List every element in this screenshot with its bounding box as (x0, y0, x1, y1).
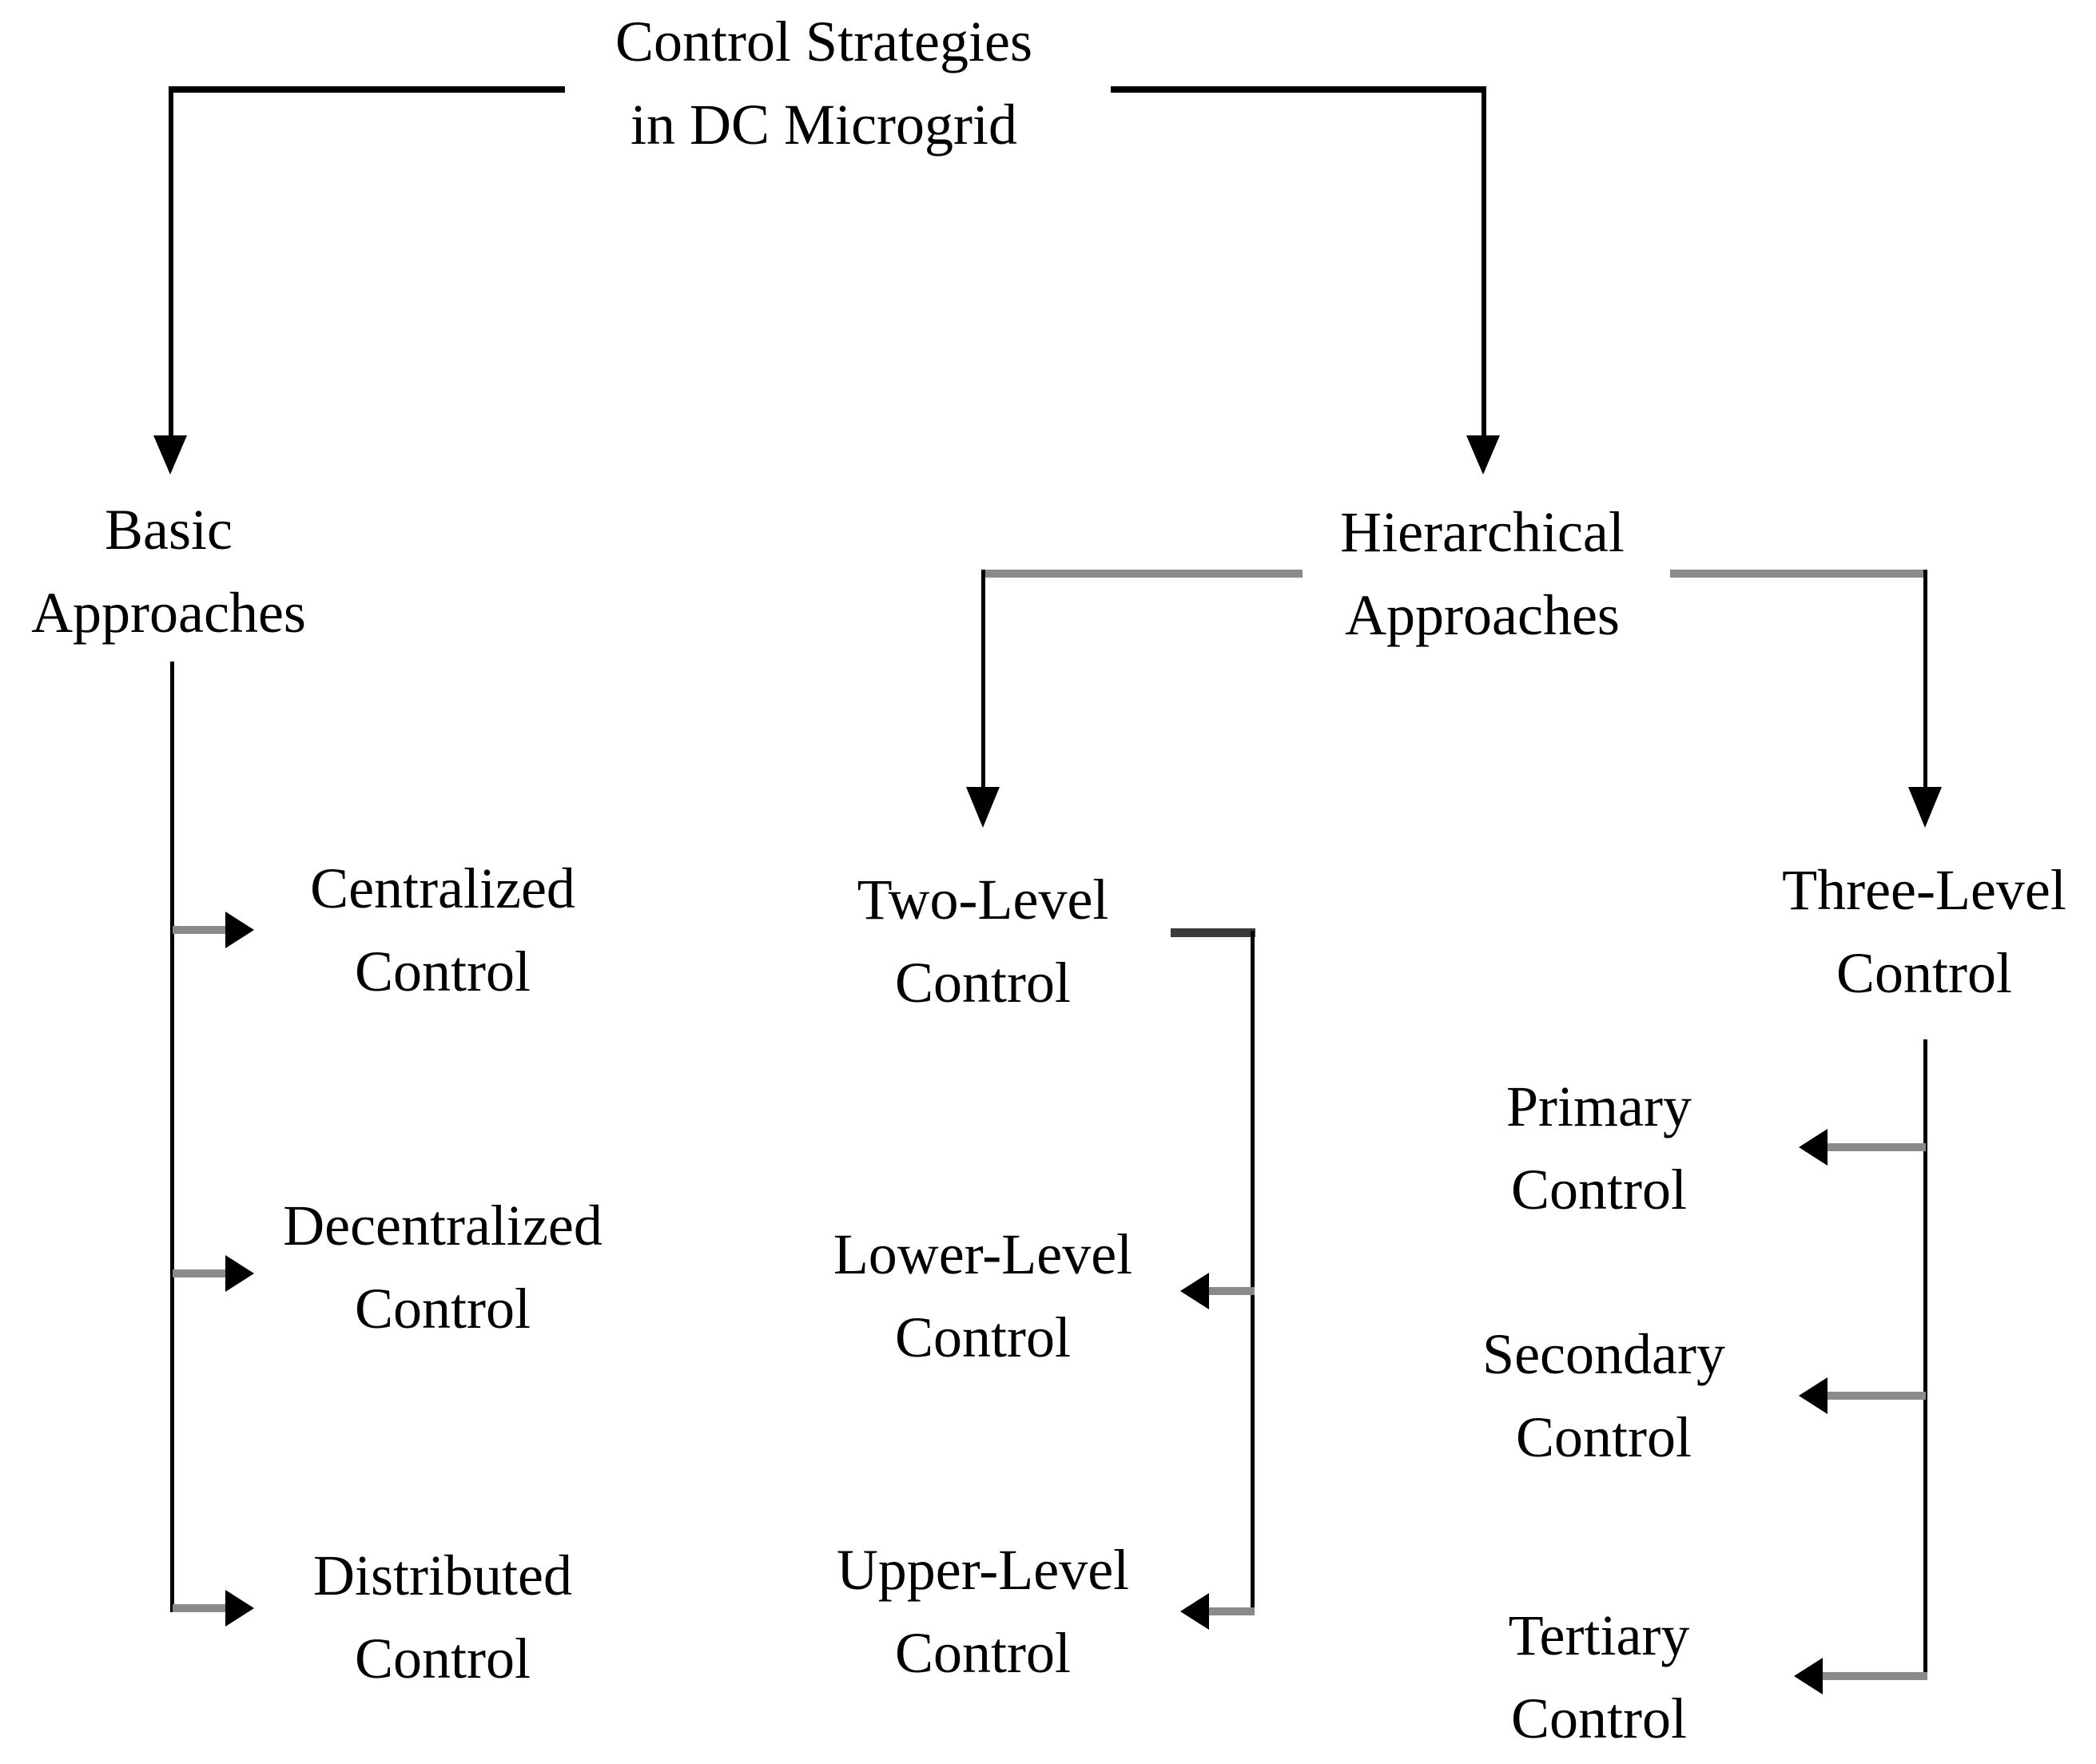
arrowhead-left-lowerlevel (1180, 1273, 1209, 1309)
node-primary-control: Primary Control (1447, 1065, 1751, 1231)
node-primary-line1: Primary (1506, 1075, 1692, 1138)
arrowhead-down-basic (153, 435, 187, 475)
node-secondary-line2: Control (1515, 1405, 1692, 1469)
node-threelevel-control: Three-Level Control (1740, 848, 2096, 1015)
node-twolevel-control: Two-Level Control (799, 858, 1167, 1024)
node-secondary-control: Secondary Control (1444, 1313, 1764, 1479)
node-decentralized-line1: Decentralized (283, 1194, 603, 1257)
trunk-threelevel-vertical (1923, 1039, 1927, 1679)
edge-hierarchical-to-threelevel-horizontal (1670, 570, 1927, 578)
arrowhead-right-centralized (225, 912, 254, 948)
edge-twolevel-to-upperlevel-shaft (1209, 1607, 1255, 1615)
edge-hierarchical-to-twolevel-vertical (981, 570, 985, 787)
node-tertiary-control: Tertiary Control (1447, 1594, 1751, 1760)
node-twolevel-line2: Control (894, 951, 1071, 1015)
edge-threelevel-to-primary-shaft (1828, 1143, 1926, 1151)
edge-threelevel-to-secondary-shaft (1828, 1392, 1926, 1400)
arrowhead-left-primary (1799, 1129, 1828, 1166)
trunk-twolevel-elbow-horizontal (1171, 928, 1255, 937)
node-twolevel-line1: Two-Level (857, 868, 1109, 932)
trunk-basic-approaches (170, 662, 174, 1612)
arrowhead-right-distributed (225, 1590, 254, 1627)
node-hierarchical-line2: Approaches (1345, 583, 1620, 647)
node-hierarchical-approaches: Hierarchical Approaches (1299, 491, 1666, 657)
node-distributed-line1: Distributed (313, 1544, 572, 1607)
edge-root-to-hierarchical-horizontal (1111, 86, 1486, 93)
node-basic-approaches: Basic Approaches (1, 488, 336, 654)
node-root: Control Strategies in DC Microgrid (544, 0, 1104, 166)
node-lowerlevel-line1: Lower-Level (833, 1222, 1133, 1286)
node-threelevel-line2: Control (1835, 941, 2012, 1005)
arrowhead-down-hierarchical (1466, 435, 1500, 475)
node-root-line1: Control Strategies (615, 10, 1032, 74)
edge-root-to-basic-vertical (169, 86, 173, 435)
arrowhead-down-twolevel (966, 787, 1000, 828)
arrowhead-left-tertiary (1794, 1658, 1823, 1694)
edge-basic-to-decentralized-shaft (173, 1269, 225, 1277)
edge-hierarchical-to-threelevel-vertical (1923, 570, 1927, 787)
arrowhead-left-secondary (1799, 1377, 1828, 1414)
node-basic-line2: Approaches (31, 581, 306, 645)
node-secondary-line1: Secondary (1482, 1322, 1725, 1386)
node-upperlevel-line2: Control (894, 1621, 1071, 1685)
node-centralized-line2: Control (354, 940, 531, 1003)
edge-hierarchical-to-twolevel-horizontal (983, 570, 1303, 578)
node-decentralized-line2: Control (354, 1277, 531, 1341)
edge-twolevel-to-lowerlevel-shaft (1209, 1287, 1255, 1295)
edge-root-to-hierarchical-vertical (1482, 86, 1486, 435)
node-lowerlevel-line2: Control (894, 1305, 1071, 1369)
node-tertiary-line2: Control (1510, 1687, 1687, 1750)
edge-basic-to-centralized-shaft (173, 926, 225, 934)
edge-root-to-basic-horizontal (169, 86, 565, 93)
node-distributed-control: Distributed Control (259, 1534, 626, 1700)
node-lowerlevel-control: Lower-Level Control (791, 1213, 1175, 1379)
node-tertiary-line1: Tertiary (1508, 1603, 1690, 1667)
node-root-line2: in DC Microgrid (630, 93, 1017, 157)
node-decentralized-control: Decentralized Control (235, 1184, 650, 1350)
arrowhead-left-upperlevel (1180, 1593, 1209, 1630)
node-centralized-line1: Centralized (310, 856, 575, 920)
node-primary-line2: Control (1510, 1158, 1687, 1222)
trunk-twolevel-vertical (1251, 931, 1255, 1615)
node-centralized-control: Centralized Control (259, 847, 626, 1013)
node-basic-line1: Basic (105, 498, 233, 562)
node-threelevel-line1: Three-Level (1782, 858, 2066, 922)
node-distributed-line2: Control (354, 1627, 531, 1690)
arrowhead-down-threelevel (1908, 787, 1942, 828)
node-hierarchical-line1: Hierarchical (1340, 500, 1625, 564)
node-upperlevel-control: Upper-Level Control (791, 1528, 1175, 1694)
edge-basic-to-distributed-shaft (173, 1604, 225, 1612)
node-upperlevel-line1: Upper-Level (836, 1538, 1130, 1602)
edge-threelevel-to-tertiary-shaft (1823, 1672, 1927, 1680)
arrowhead-right-decentralized (225, 1255, 254, 1292)
